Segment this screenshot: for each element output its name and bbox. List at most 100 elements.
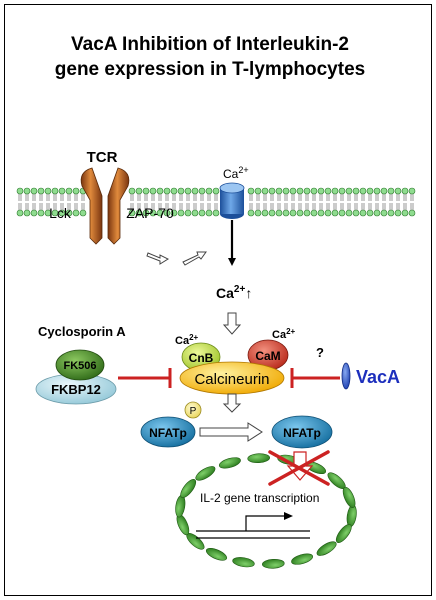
transcription-label: IL-2 gene transcription — [200, 491, 319, 505]
lipid-head — [296, 187, 304, 195]
signal-arrows — [146, 251, 207, 266]
nfatp-right-label: NFATp — [283, 426, 321, 440]
lipid-head — [387, 209, 395, 217]
title-line-2: gene expression in T-lymphocytes — [55, 59, 365, 80]
lipid-head — [16, 187, 24, 195]
lipid-head — [135, 209, 143, 217]
channel-ca-label: Ca2+ — [223, 165, 249, 181]
lipid-head — [51, 187, 59, 195]
nuclear-envelope-segment — [180, 479, 197, 498]
nuclear-envelope-segment — [205, 547, 228, 561]
lipid-head — [44, 209, 52, 217]
lipid-head — [198, 187, 206, 195]
calcineurin-label: Calcineurin — [194, 371, 269, 388]
nuclear-envelope-segment — [218, 457, 241, 469]
lipid-head — [191, 187, 199, 195]
lipid-head — [317, 209, 325, 217]
lipid-head — [352, 187, 360, 195]
lipid-head — [373, 209, 381, 217]
lipid-head — [58, 187, 66, 195]
lipid-head — [261, 209, 269, 217]
lipid-head — [338, 187, 346, 195]
lipid-head — [212, 187, 220, 195]
nuclear-envelope-segment — [316, 541, 337, 556]
lipid-head — [408, 209, 416, 217]
title-line-1: VacA Inhibition of Interleukin-2 — [71, 34, 349, 55]
lipid-head — [51, 209, 59, 217]
lipid-head — [37, 209, 45, 217]
lipid-head — [30, 187, 38, 195]
lipid-head — [331, 209, 339, 217]
cnb-label: CnB — [189, 351, 214, 365]
lipid-head — [394, 209, 402, 217]
nuclear-envelope-segment — [247, 453, 270, 464]
nuclear-envelope-segment — [195, 466, 216, 481]
lipid-head — [268, 187, 276, 195]
lipid-head — [65, 209, 73, 217]
lipid-head — [177, 209, 185, 217]
lipid-head — [37, 187, 45, 195]
lipid-head — [72, 187, 80, 195]
lipid-head — [191, 209, 199, 217]
il2-gene-dna — [196, 530, 310, 539]
tcr-label: TCR — [87, 149, 118, 166]
lipid-head — [387, 187, 395, 195]
down-arrow-to-calcineurin — [222, 312, 242, 335]
lipid-head — [380, 209, 388, 217]
lipid-head — [289, 187, 297, 195]
nuclear-envelope-segment — [291, 553, 314, 565]
fk506-molecule — [55, 349, 105, 381]
lipid-head — [366, 209, 374, 217]
cell-membrane — [16, 187, 416, 217]
nfatp-dephosphorylated — [271, 415, 333, 449]
nuclear-envelope-segment — [262, 558, 285, 569]
lipid-head — [170, 187, 178, 195]
lipid-head — [331, 187, 339, 195]
block-cross-icon — [268, 450, 330, 486]
lipid-head — [163, 209, 171, 217]
lipid-head — [289, 209, 297, 217]
lipid-head — [170, 209, 178, 217]
lipid-head — [254, 209, 262, 217]
lipid-head — [261, 187, 269, 195]
lipid-head — [23, 209, 31, 217]
lipid-head — [65, 187, 73, 195]
vaca-label: VacA — [356, 367, 400, 387]
lipid-head — [401, 187, 409, 195]
cam-label: CaM — [255, 349, 280, 363]
lipid-head — [282, 209, 290, 217]
lipid-head — [79, 209, 87, 217]
lipid-head — [345, 209, 353, 217]
nuclear-envelope-segment — [335, 524, 352, 543]
lipid-head — [16, 209, 24, 217]
lipid-head — [345, 187, 353, 195]
lipid-head — [184, 209, 192, 217]
lipid-head — [275, 209, 283, 217]
lipid-head — [296, 209, 304, 217]
lipid-head — [282, 187, 290, 195]
lipid-head — [380, 187, 388, 195]
lipid-head — [275, 187, 283, 195]
lipid-head — [142, 209, 150, 217]
lipid-head — [317, 187, 325, 195]
phosphate-label: P — [190, 406, 197, 417]
lipid-head — [23, 187, 31, 195]
cyclosporin-label: Cyclosporin A — [38, 324, 126, 339]
calcineurin-down-arrow — [222, 393, 242, 413]
fk506-inhibition — [118, 368, 172, 388]
lipid-head — [324, 187, 332, 195]
zap70-label: ZAP-70 — [126, 205, 174, 221]
lipid-head — [149, 209, 157, 217]
lipid-head — [324, 209, 332, 217]
lipid-head — [58, 209, 66, 217]
lipid-head — [254, 187, 262, 195]
tcr-receptor — [80, 167, 130, 245]
lipid-head — [310, 187, 318, 195]
lipid-head — [163, 187, 171, 195]
lipid-head — [205, 209, 213, 217]
lipid-head — [198, 209, 206, 217]
lipid-head — [184, 187, 192, 195]
lipid-head — [247, 187, 255, 195]
lipid-head — [128, 187, 136, 195]
